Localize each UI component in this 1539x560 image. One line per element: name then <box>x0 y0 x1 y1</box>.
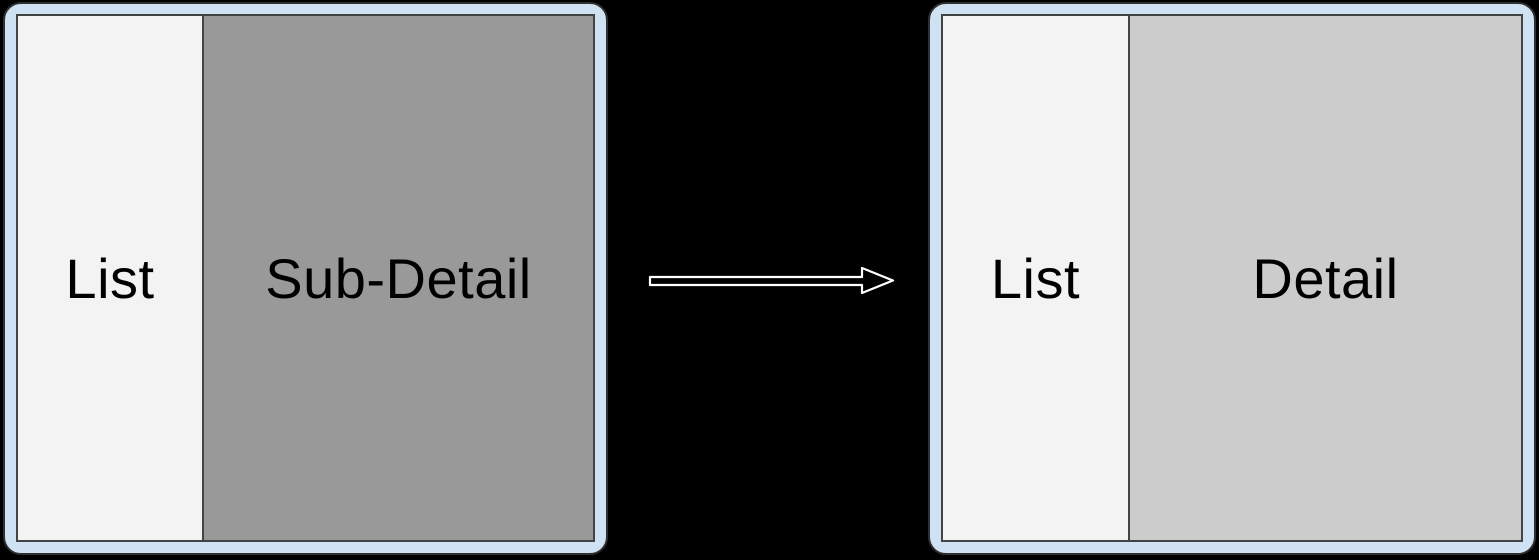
after-panel-split: List Detail <box>941 14 1523 542</box>
before-panel-split: List Sub-Detail <box>16 14 595 542</box>
after-list-label: List <box>990 246 1081 310</box>
after-panel: List Detail <box>928 2 1536 555</box>
before-sub-detail-pane: Sub-Detail <box>202 16 593 540</box>
after-detail-pane: Detail <box>1127 16 1521 540</box>
before-list-pane: List <box>18 16 202 540</box>
before-sub-detail-label: Sub-Detail <box>265 246 532 310</box>
after-detail-label: Detail <box>1252 246 1399 310</box>
before-panel: List Sub-Detail <box>3 2 608 555</box>
before-list-label: List <box>65 246 155 310</box>
after-list-pane: List <box>943 16 1128 540</box>
